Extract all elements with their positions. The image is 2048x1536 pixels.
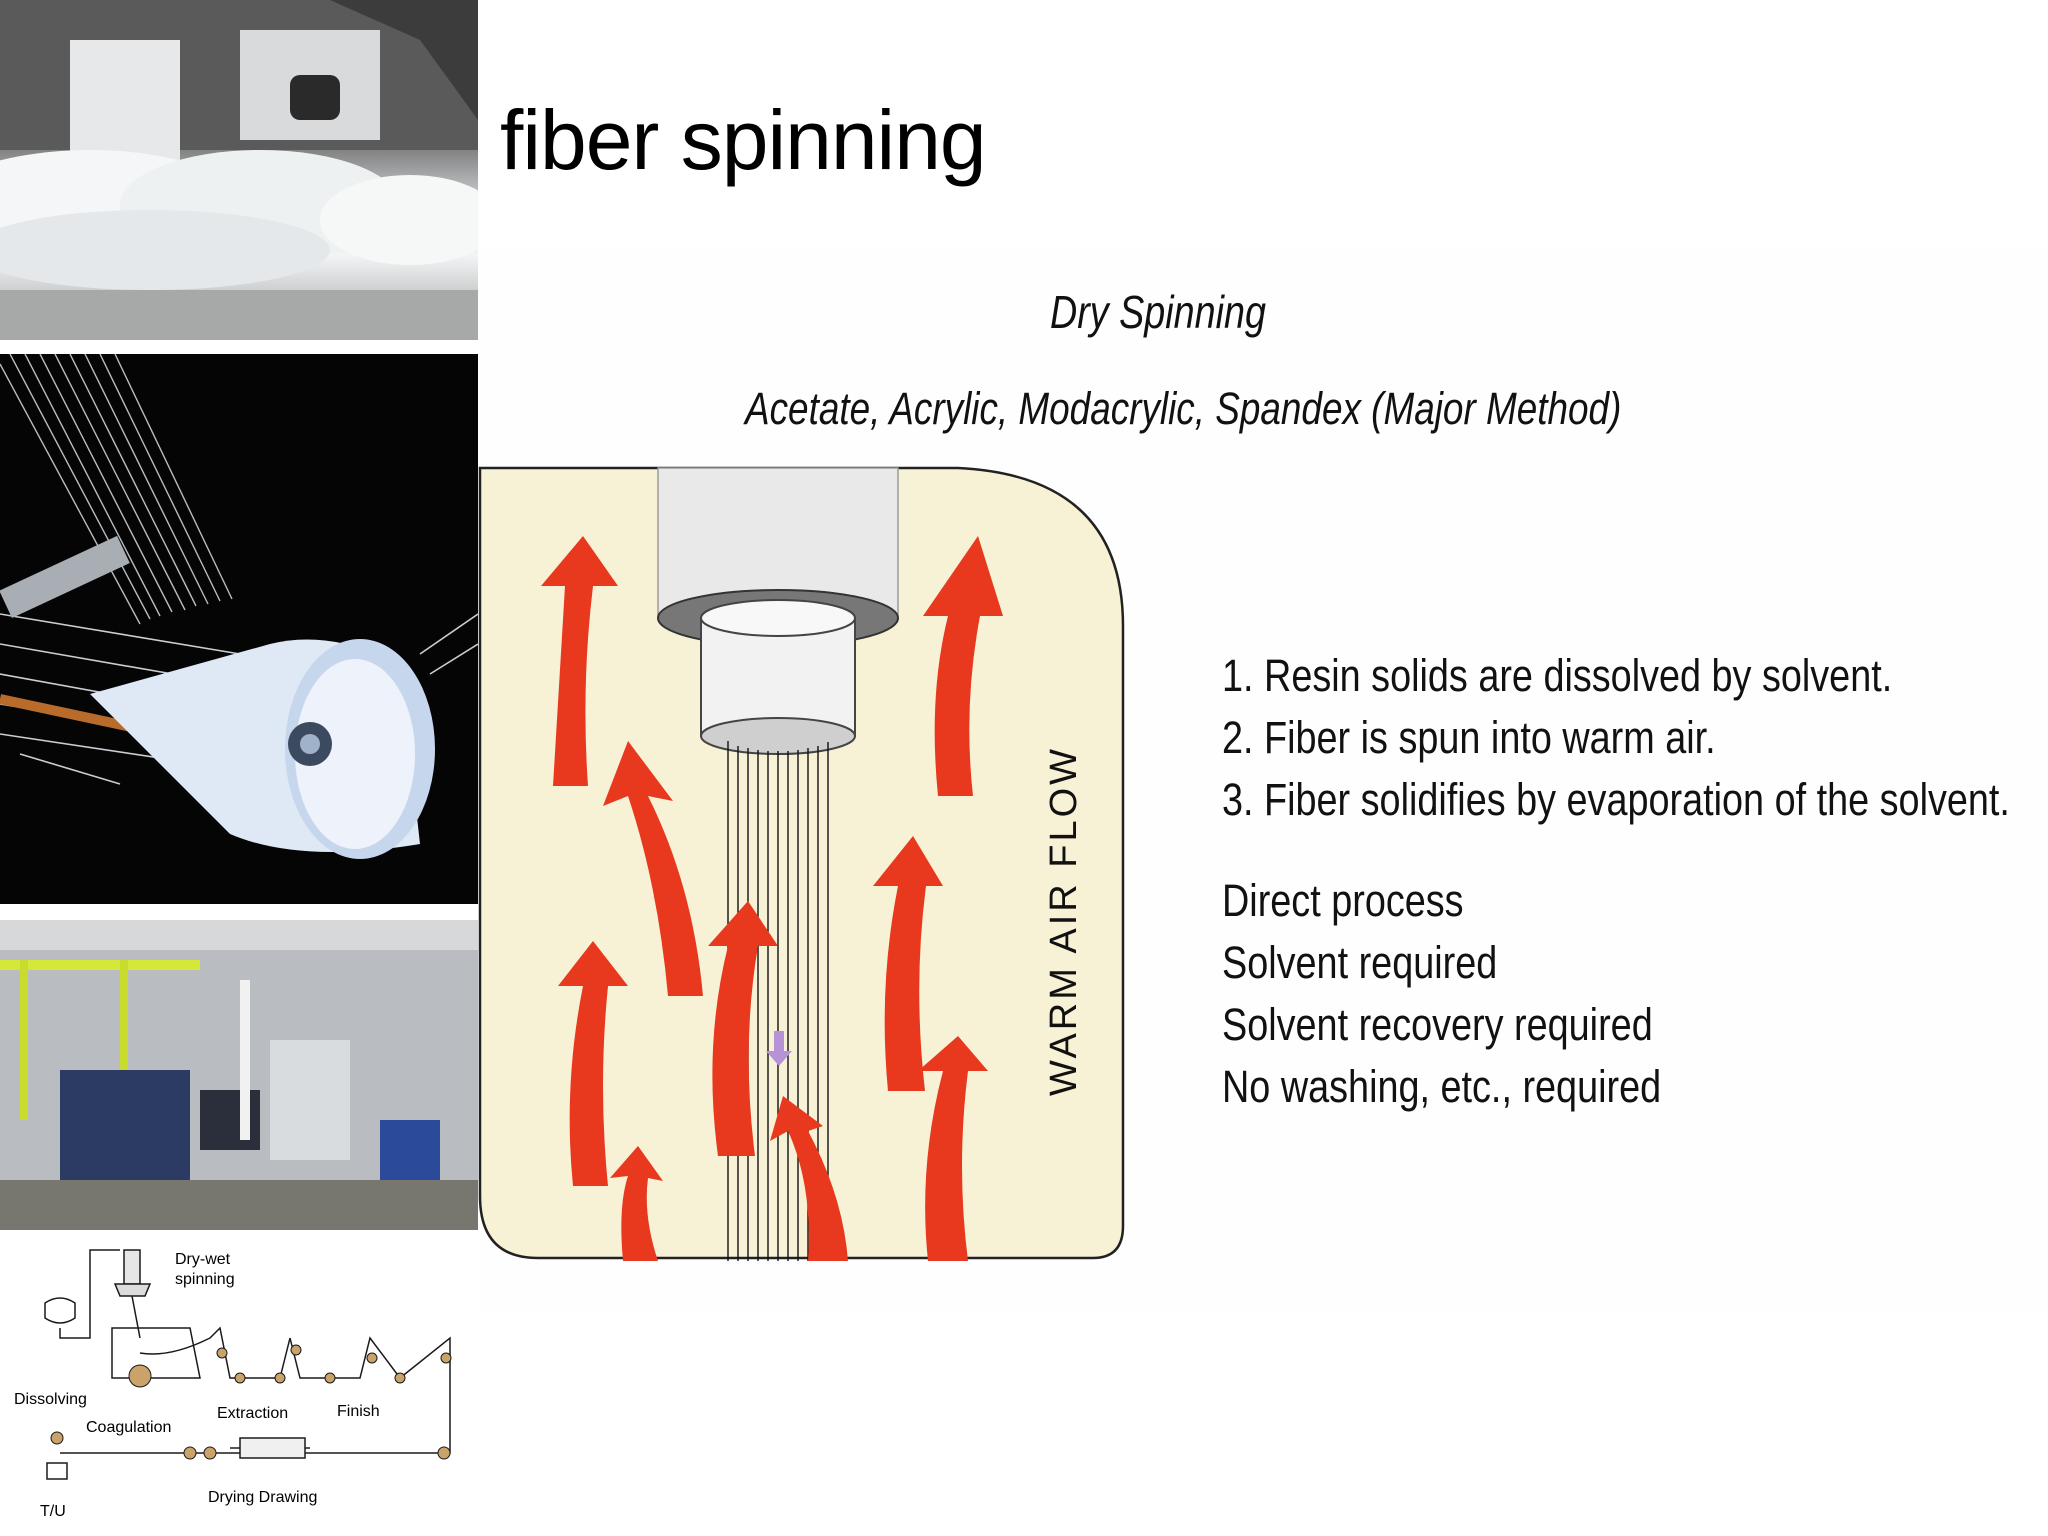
- schematic-label-drying-drawing: Drying Drawing: [208, 1489, 317, 1506]
- diagram-subheading: Acetate, Acrylic, Modacrylic, Spandex (M…: [745, 383, 1622, 434]
- air-arrow: [873, 836, 943, 1091]
- process-steps-list: 1. Resin solids are dissolved by solvent…: [1222, 645, 2010, 831]
- schematic-label-spinning: spinning: [175, 1271, 235, 1288]
- fiber-pile-photo: [0, 0, 478, 340]
- schematic-label-dry-wet: Dry-wet: [175, 1251, 231, 1268]
- spinneret-face: [700, 717, 856, 755]
- process-property: No washing, etc., required: [1222, 1061, 1662, 1112]
- air-arrow: [923, 536, 1003, 796]
- air-arrow: [603, 741, 703, 996]
- air-arrow: [541, 536, 618, 786]
- schematic-label-finish: Finish: [337, 1403, 380, 1420]
- schematic-label-dissolving: Dissolving: [14, 1391, 87, 1408]
- process-step: 1. Resin solids are dissolved by solvent…: [1222, 650, 1893, 701]
- schematic-label-coagulation: Coagulation: [86, 1419, 171, 1436]
- process-properties-list: Direct process Solvent required Solvent …: [1222, 870, 1661, 1118]
- air-arrow: [770, 1096, 848, 1261]
- dry-wet-spinning-schematic: Dry-wet spinning Dissolving Coagulation …: [0, 1238, 480, 1536]
- air-arrow: [610, 1146, 663, 1261]
- slide-title: fiber spinning: [500, 93, 987, 187]
- diagram-heading: Dry Spinning: [1050, 286, 1266, 338]
- spinneret-roll-illustration: [0, 354, 478, 904]
- fiber-direction-arrow: [766, 1031, 792, 1066]
- air-arrow: [918, 1036, 988, 1261]
- air-arrow: [558, 941, 628, 1186]
- spinneret-body: [700, 617, 856, 737]
- spinneret-roll-photo: [0, 354, 478, 904]
- process-property: Solvent required: [1222, 937, 1498, 988]
- process-property: Direct process: [1222, 875, 1464, 926]
- schematic-label-tu: T/U: [40, 1503, 66, 1520]
- air-arrow: [708, 901, 778, 1156]
- dry-spinning-chamber-diagram: WARM AIR FLOW: [478, 466, 1125, 1261]
- spinning-plant-photo: [0, 920, 478, 1230]
- process-step: 3. Fiber solidifies by evaporation of th…: [1222, 774, 2010, 825]
- schematic-label-extraction: Extraction: [217, 1405, 288, 1422]
- warm-air-flow-label: WARM AIR FLOW: [1043, 746, 1085, 1096]
- spinning-plant-illustration: [0, 920, 478, 1230]
- process-step: 2. Fiber is spun into warm air.: [1222, 712, 1716, 763]
- fiber-pile-illustration: [0, 0, 478, 340]
- warm-air-arrows: [541, 536, 1003, 1261]
- process-property: Solvent recovery required: [1222, 999, 1653, 1050]
